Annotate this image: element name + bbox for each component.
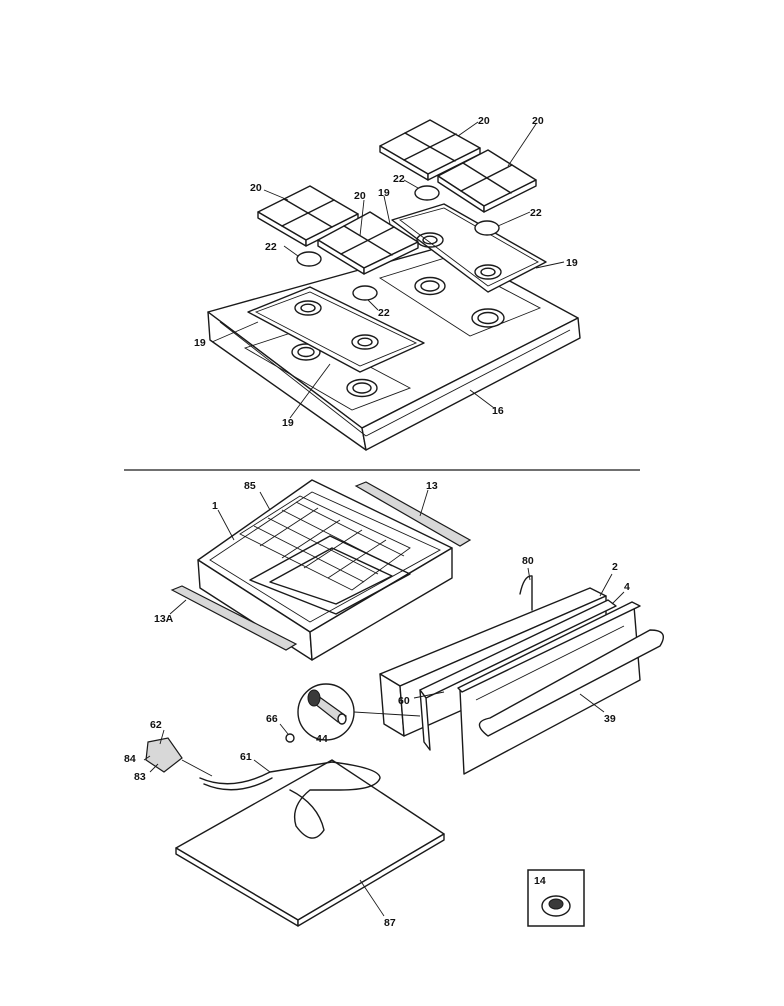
burner-grate: [379, 119, 481, 181]
valve-detail: [297, 683, 421, 741]
callout: 44: [316, 733, 328, 745]
callout: 22: [378, 307, 390, 319]
knob-inset: [527, 869, 585, 927]
callout: 19: [566, 257, 578, 269]
callout: 20: [250, 182, 262, 194]
callout: 4: [624, 581, 630, 593]
callout: 14: [534, 875, 546, 887]
callout: 13A: [154, 613, 174, 625]
callout: 66: [266, 713, 278, 725]
burner-cap: [474, 220, 500, 236]
callout: 19: [194, 337, 206, 349]
burner-cap: [414, 185, 440, 201]
drawer-handle: [478, 629, 664, 737]
burner-grate: [257, 185, 359, 247]
cooktop-assembly: [207, 119, 581, 451]
callout: 20: [354, 190, 366, 202]
callout: 22: [265, 241, 277, 253]
rack-slide-left: [170, 585, 298, 651]
callout: 39: [604, 713, 616, 725]
burner-grate: [317, 211, 419, 275]
callout: 83: [134, 771, 146, 783]
screw: [285, 733, 295, 743]
burner-cap: [296, 251, 322, 267]
callout: 60: [398, 695, 410, 707]
callout: 13: [426, 480, 438, 492]
burner-plate-right: [391, 203, 547, 293]
callout: 2: [612, 561, 618, 573]
callout: 61: [240, 751, 252, 763]
callout: 20: [478, 115, 490, 127]
callout: 85: [244, 480, 256, 492]
callout: 1: [212, 500, 218, 512]
oven-rack: [239, 495, 411, 591]
callout: 16: [492, 405, 504, 417]
callout: 80: [522, 555, 534, 567]
burner-grate: [437, 149, 537, 213]
callout-labels: 20 20 20 20 22 22 22 22 19 19 19 19 16 8…: [124, 115, 630, 929]
callout: 62: [150, 719, 162, 731]
callout: 87: [384, 917, 396, 929]
burner-plate-left: [247, 286, 425, 373]
callout: 22: [393, 173, 405, 185]
burner-cap: [352, 285, 378, 301]
oven-bottom-pan: [175, 759, 445, 921]
callout: 22: [530, 207, 542, 219]
callout: 19: [378, 187, 390, 199]
callout: 20: [532, 115, 544, 127]
callout: 84: [124, 753, 136, 765]
ignitor-bracket: [145, 737, 183, 773]
callout: 19: [282, 417, 294, 429]
rack-slide-right: [354, 481, 472, 547]
oven-assembly: [145, 479, 664, 927]
leader-lines: [143, 121, 625, 917]
